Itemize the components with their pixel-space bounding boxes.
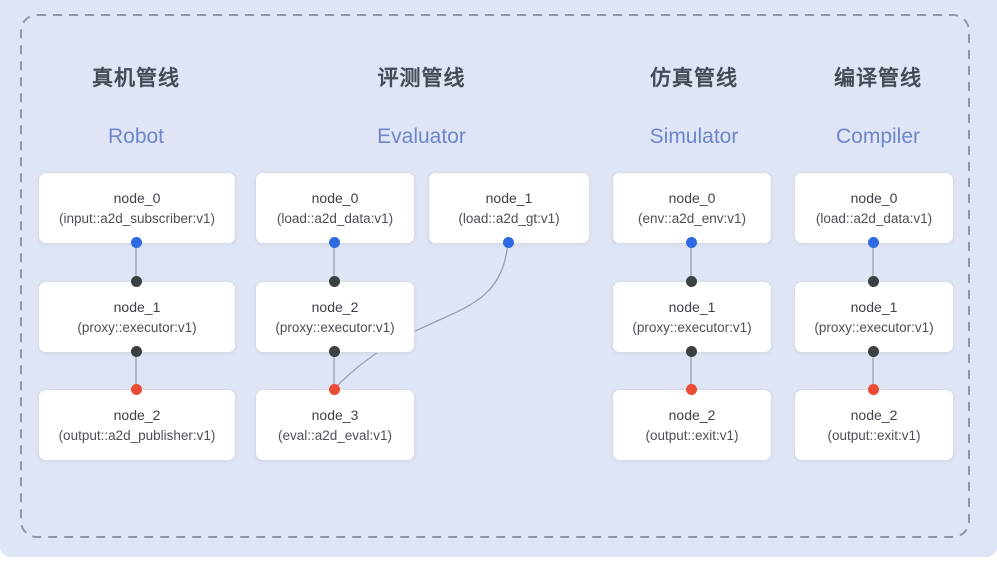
node-box-evaluator-node-3: node_3 (eval::a2d_eval:v1) [255, 389, 415, 461]
node-name: node_2 [311, 298, 359, 315]
connector-curve [333, 241, 509, 390]
node-type: (env::a2d_env:v1) [637, 210, 747, 226]
dark-port-dot [328, 275, 340, 287]
node-name: node_2 [850, 406, 898, 423]
node-box-simulator-node-1: node_1 (proxy::executor:v1) [612, 281, 772, 353]
node-name: node_1 [668, 298, 716, 315]
pipeline-title-zh-evaluator: 评测管线 [377, 67, 466, 90]
node-name: node_2 [668, 406, 716, 423]
pipeline-title-zh-compiler: 编译管线 [834, 67, 922, 90]
dark-port-dot [685, 345, 697, 357]
blue-port-dot [685, 236, 697, 248]
pipeline-title-en-robot: Robot [107, 125, 165, 148]
node-type: (input::a2d_subscriber:v1) [58, 210, 216, 226]
red-port-dot [685, 383, 697, 395]
node-name: node_1 [850, 298, 898, 315]
node-type: (load::a2d_data:v1) [276, 210, 394, 226]
pipeline-title-zh-simulator: 仿真管线 [650, 67, 738, 90]
node-box-evaluator-node-2: node_2 (proxy::executor:v1) [255, 281, 415, 353]
blue-port-dot [502, 236, 514, 248]
dark-port-dot [685, 275, 697, 287]
node-type: (proxy::executor:v1) [275, 319, 395, 335]
blue-port-dot [867, 236, 879, 248]
node-box-simulator-node-0: node_0 (env::a2d_env:v1) [612, 172, 772, 244]
pipeline-title-en-simulator: Simulator [649, 125, 739, 148]
red-port-dot [328, 383, 340, 395]
node-type: (load::a2d_data:v1) [815, 210, 933, 226]
node-type: (eval::a2d_eval:v1) [277, 427, 393, 443]
node-box-simulator-node-2: node_2 (output::exit:v1) [612, 389, 772, 461]
dark-port-dot [867, 275, 879, 287]
node-type: (proxy::executor:v1) [632, 319, 752, 335]
blue-port-dot [328, 236, 340, 248]
node-name: node_0 [113, 189, 161, 206]
node-box-robot-node-2: node_2 (output::a2d_publisher:v1) [38, 389, 236, 461]
node-box-robot-node-1: node_1 (proxy::executor:v1) [38, 281, 236, 353]
pipeline-title-en-evaluator: Evaluator [377, 125, 466, 148]
red-port-dot [867, 383, 879, 395]
node-box-compiler-node-2: node_2 (output::exit:v1) [794, 389, 954, 461]
node-name: node_1 [485, 189, 533, 206]
red-port-dot [130, 383, 142, 395]
node-type: (load::a2d_gt:v1) [458, 210, 560, 226]
node-name: node_0 [668, 189, 716, 206]
node-box-compiler-node-1: node_1 (proxy::executor:v1) [794, 281, 954, 353]
pipeline-title-zh-robot: 真机管线 [92, 67, 180, 90]
dark-port-dot [328, 345, 340, 357]
dashed-boundary [20, 14, 970, 538]
dark-port-dot [130, 345, 142, 357]
node-name: node_1 [113, 298, 161, 315]
node-name: node_0 [850, 189, 898, 206]
pipeline-title-en-compiler: Compiler [835, 125, 921, 148]
node-name: node_2 [113, 406, 161, 423]
node-type: (proxy::executor:v1) [814, 319, 934, 335]
dark-port-dot [867, 345, 879, 357]
node-box-robot-node-0: node_0 (input::a2d_subscriber:v1) [38, 172, 236, 244]
node-type: (proxy::executor:v1) [77, 319, 197, 335]
node-type: (output::exit:v1) [827, 427, 921, 443]
blue-port-dot [130, 236, 142, 248]
node-name: node_3 [311, 406, 359, 423]
node-box-evaluator-node-0: node_0 (load::a2d_data:v1) [255, 172, 415, 244]
node-box-evaluator-node-1: node_1 (load::a2d_gt:v1) [428, 172, 590, 244]
node-type: (output::exit:v1) [645, 427, 739, 443]
dark-port-dot [130, 275, 142, 287]
node-box-compiler-node-0: node_0 (load::a2d_data:v1) [794, 172, 954, 244]
node-type: (output::a2d_publisher:v1) [58, 427, 216, 443]
node-name: node_0 [311, 189, 359, 206]
